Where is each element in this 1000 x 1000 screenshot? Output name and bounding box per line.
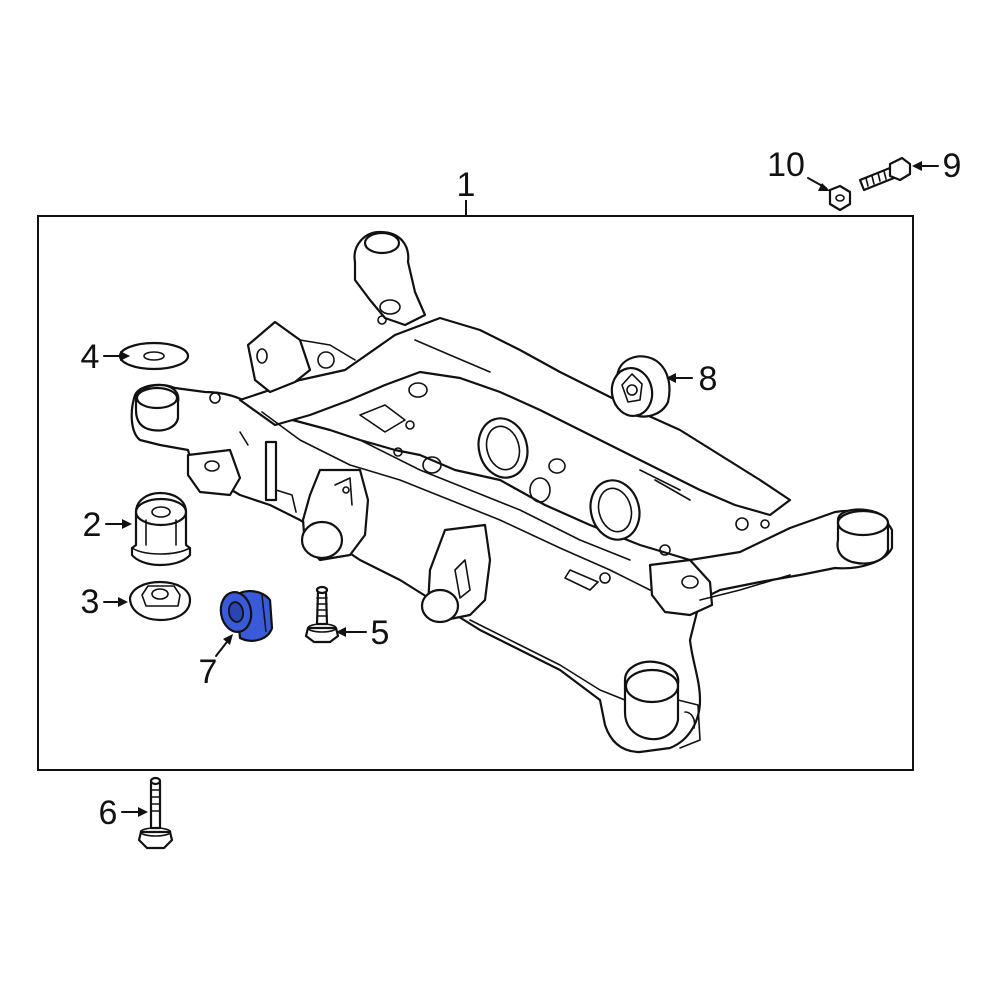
callout-10: 10 xyxy=(767,146,805,184)
subframe-assembly[interactable] xyxy=(130,230,894,754)
callout-3: 3 xyxy=(81,583,100,621)
arrowhead-7 xyxy=(223,634,233,645)
arrowhead-2 xyxy=(122,519,132,529)
part-9-bolt[interactable] xyxy=(858,156,912,192)
arrowhead-9 xyxy=(912,161,922,171)
callout-4: 4 xyxy=(81,338,100,376)
part-10-nut[interactable] xyxy=(828,184,852,212)
callout-6: 6 xyxy=(99,794,118,832)
arrowhead-4 xyxy=(120,351,130,361)
part-8-mount[interactable] xyxy=(608,355,671,419)
callout-5: 5 xyxy=(371,614,390,652)
part-7-bushing-highlighted[interactable] xyxy=(218,590,274,642)
part-3-plate[interactable] xyxy=(128,580,192,622)
arrowhead-5 xyxy=(336,627,346,637)
callout-1: 1 xyxy=(457,166,476,204)
arrowhead-3 xyxy=(118,597,128,607)
part-4-washer[interactable] xyxy=(118,341,190,371)
part-5-bolt[interactable] xyxy=(304,585,340,644)
callout-7: 7 xyxy=(199,653,218,691)
callout-2: 2 xyxy=(83,506,102,544)
part-2-bushing[interactable] xyxy=(130,491,192,567)
callout-9: 9 xyxy=(943,147,962,185)
assembly-frame xyxy=(37,215,914,771)
arrowhead-8 xyxy=(666,373,676,383)
arrowhead-6 xyxy=(138,807,148,817)
callout-8: 8 xyxy=(699,360,718,398)
part-6-bolt[interactable] xyxy=(137,776,174,850)
arrowhead-10 xyxy=(818,183,830,191)
